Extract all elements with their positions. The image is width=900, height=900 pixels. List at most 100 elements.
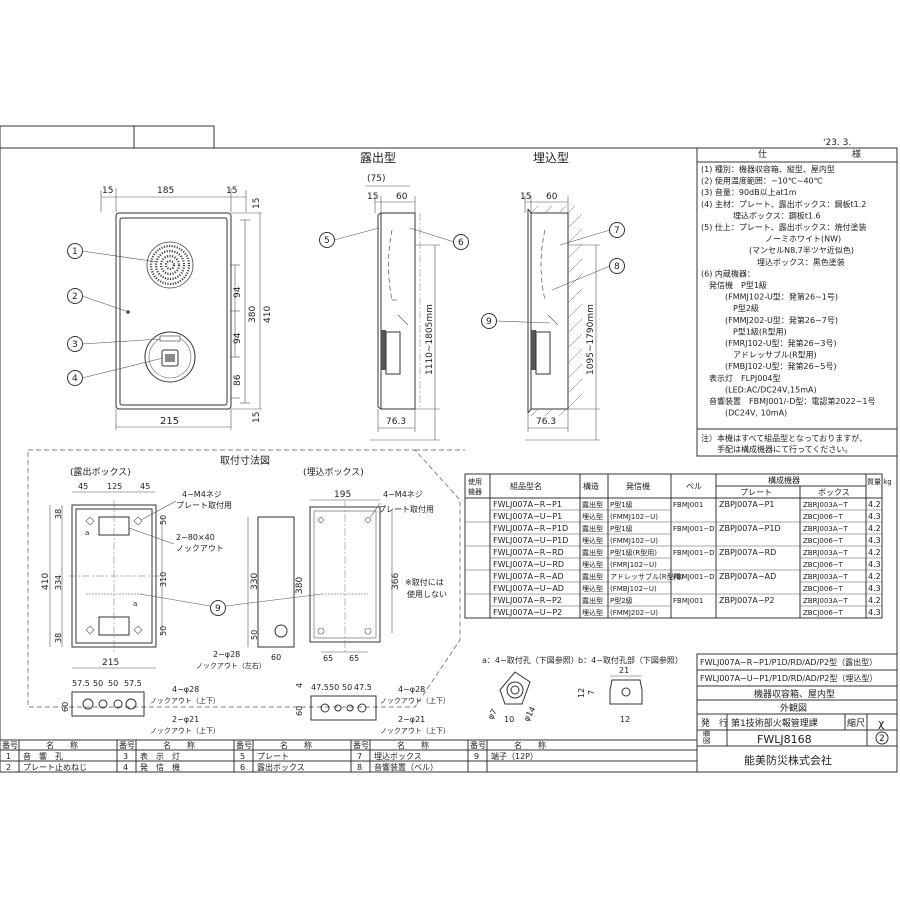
th-bell: ベル [686,482,702,491]
dim-s-410: 410 [41,573,51,590]
spec-line: (FMMJ202-U型：発第26~7号) [701,315,838,325]
dim-fb-50b: 50 [342,683,352,692]
dim-s-50-top: 50 [159,515,168,525]
parts-header-name: 名 称 [397,740,429,750]
hole-b-21: 21 [619,666,629,675]
th-box: ボックス [818,488,850,497]
config-cell-struct: 露出型 [582,596,603,605]
part-no: 4 [123,763,128,772]
flush-box-label: (埋込ボックス) [303,467,364,478]
part-no: 7 [357,752,362,761]
callout-5: 5 [324,236,330,246]
dim-fb-47a: 47.5 [311,683,329,692]
dim-sb-60: 60 [61,702,70,712]
label-sb-k2: ノックアウト（上下） [150,696,220,705]
config-cell-emitter: (FMRJ102−U) [610,561,657,569]
label-sb-k1: 4−φ28 [172,685,199,694]
config-cell-box: ZBRJ003A−T [803,501,849,509]
hole-a-10: 10 [504,715,514,724]
config-cell-emitter: P型2級 [610,596,633,605]
config-cell-mass: 4.2 [868,500,881,509]
config-cell-struct: 埋込型 [582,536,603,545]
tb-kind: 外観図 [780,702,807,714]
config-cell-mass: 4.2 [868,572,881,581]
tb-scale-label: 縮尺 [847,717,865,729]
callout-6: 6 [458,238,464,248]
callout-8: 8 [614,262,620,272]
config-cell-model: FWLJ007A−U−P2 [493,608,562,617]
dim-flush-height-range: 1095~1790mm [586,304,596,375]
dim-s-45a: 45 [78,482,88,491]
config-cell-struct: 露出型 [582,500,603,509]
parts-header-no: 番号 [470,740,486,750]
config-cell-mass: 4.2 [868,548,881,557]
dim-sb-50a: 50 [93,679,103,688]
tb-model-surface: FWLJ007A−R−P1/P1D/RD/AD/P2型（露出型） [700,657,877,667]
dim-fb-4: 4 [295,683,304,688]
th-struct: 構造 [583,481,599,491]
part-name: 端子（12P） [491,751,538,761]
config-cell-mass: 4.2 [868,596,881,605]
mounting-title: 取付寸法図 [220,454,270,467]
config-cell-mass: 4.3 [868,536,881,545]
dim-front-86: 86 [233,374,243,386]
parts-header-no: 番号 [2,740,18,750]
dim-surface-15: 15 [367,192,378,202]
part-no: 9 [474,752,479,761]
label-fb-k4: ノックアウト（上下） [380,726,450,735]
spec-line: (マンセルN8.7半ツヤ近似色) [701,245,854,255]
config-cell-box: ZBRJ003A−T [803,549,849,557]
th-use-1: 使用 [468,477,482,486]
part-no: 2 [6,763,11,772]
hole-details: a：4−取付孔（下図参照） b：4−取付孔部（下図参照） φ7 10 φ14 2… [482,655,683,724]
config-cell-struct: 露出型 [582,524,603,533]
hole-b-12v: 12 [577,688,586,698]
spec-line: (5) 仕上：プレート、露出ボックス：焼付塗装 [701,222,866,232]
label-fb-k2: ノックアウト（上下） [380,696,450,705]
dim-s-380: 380 [295,577,305,594]
config-cell-model: FWLJ007A−U−RD [493,560,564,569]
flush-view-title: 埋込型 [533,151,569,165]
dim-s-38-bottom: 38 [54,633,63,643]
label-f-plate-mount: プレート取付用 [378,504,434,514]
config-cell-model: FWLJ007A−U−AD [493,584,564,593]
dim-flush-60: 60 [546,192,558,202]
config-table: 使用 機器 組品型名 構造 発信機 ベル 構成機器 プレート ボックス 質量 k… [464,473,892,619]
th-mass: 質量 kg [867,477,892,486]
config-cell-mass: 4.2 [868,524,881,533]
parts-header-no: 番号 [119,740,135,750]
dim-front-410: 410 [263,306,273,323]
dim-front-15-left: 15 [102,186,113,196]
svg-text:a: a [85,529,89,537]
dim-f-65b: 65 [349,654,359,663]
tb-description: 機器収容箱、屋内型 [754,688,835,700]
dim-flush-763: 76.3 [536,417,556,427]
config-cell-box: ZBRJ003A−T [803,573,849,581]
label-s-m4: 4−M4ネジ [182,490,222,499]
parts-header-name: 名 称 [163,740,195,750]
label-s-ko-size: 2−80×40 [176,533,215,542]
dim-surface-763: 76.3 [386,417,406,427]
callout-1: 1 [72,247,78,257]
flush-side-view: 15 60 [481,192,625,441]
config-cell-bell: FBMJ001 [673,501,703,509]
spec-line: (FMBJ102-U型：発第26~5号) [701,361,837,371]
label-fb-k3: 2−φ21 [398,715,425,724]
config-cell-model: FWLJ007A−R−P1D [493,524,568,533]
spec-box: 仕 様 (1) 種別：機器収容箱、縦型、屋内型(2) 使用温度範囲：−10℃~4… [696,147,898,457]
dim-s-side-50: 50 [250,630,259,640]
part-no: 6 [240,763,245,772]
config-cell-plate: ZBPJ007A−P2 [719,596,775,605]
part-no: 3 [123,752,128,761]
label-f-m4: 4−M4ネジ [383,490,423,499]
label-s-ko28-side: ノックアウト（左右） [196,661,266,670]
part-name: 音響装置（ベル） [374,762,438,772]
config-cell-model: FWLJ007A−R−P1 [493,500,562,509]
config-cell-emitter: (FMMJ102−U) [610,537,658,545]
tb-drawing-no-label: 図番 [703,730,711,744]
config-cell-box: ZBRJ003A−T [803,597,849,605]
config-cell-emitter: (FMMJ102−U) [610,513,658,521]
config-cell-bell: FBMJ001 [673,597,703,605]
config-cell-model: FWLJ007A−R−RD [493,548,564,557]
dim-surface-75: (75) [367,174,385,184]
